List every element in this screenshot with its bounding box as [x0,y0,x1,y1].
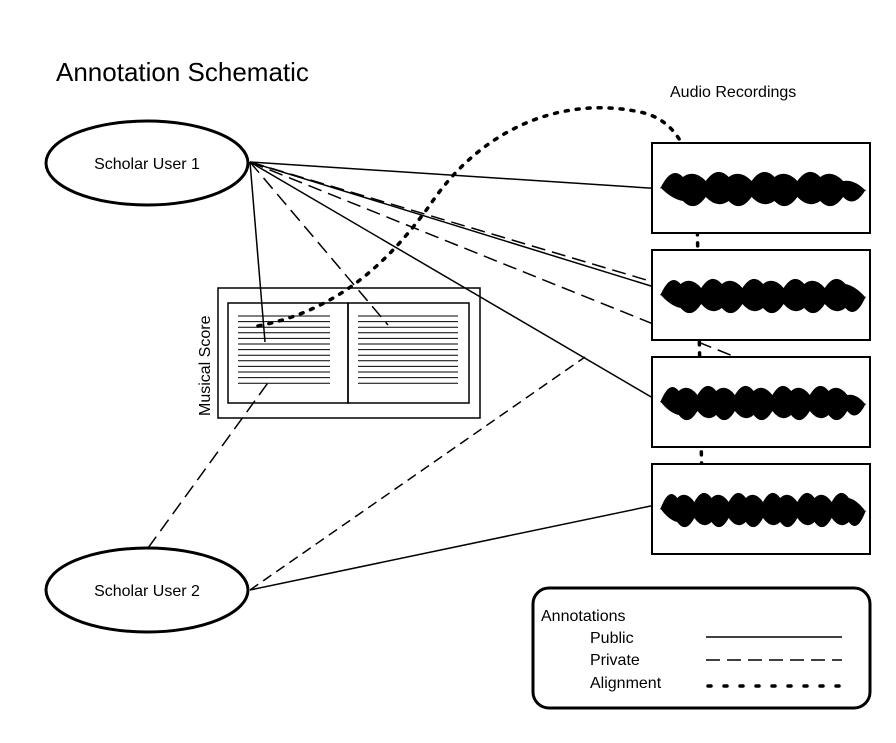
user2-ellipse [44,546,250,634]
legend-title: Annotations [541,608,626,625]
audio-recordings [651,142,871,555]
scholar-user-1[interactable]: Scholar User 1 [44,119,250,207]
audio-recording-1[interactable] [651,142,871,234]
legend-box [531,586,872,710]
public-link-user1-rec3 [249,161,671,409]
alignment-link-score-recordings [256,106,705,547]
public-link-user2-rec4 [249,502,666,591]
public-link-user1-rec2 [249,161,681,296]
audio-recording-3[interactable] [651,356,871,448]
waveform-icon [660,171,866,207]
private-link-user2-rec3 [249,356,586,591]
public-link-user1-rec1 [249,161,681,191]
musical-score-label: Musical Score [197,315,214,416]
legend: Annotations Public Private Alignment [531,586,872,710]
diagram-title: Annotation Schematic [56,57,309,87]
score-staff-lines [238,315,458,384]
private-link-user1-rec2 [249,161,681,291]
legend-label-private: Private [590,652,640,669]
scholar-user-2[interactable]: Scholar User 2 [44,546,250,634]
connections [147,106,831,591]
private-link-user1-score [249,161,389,326]
musical-score[interactable]: Musical Score [197,287,481,419]
score-outer-frame [217,287,481,419]
public-link-user1-score [249,161,266,343]
waveform-icon [660,385,866,421]
score-right-page [347,302,470,404]
waveform-icon [660,278,866,314]
waveform-icon [660,492,866,528]
user1-ellipse [44,119,250,207]
user2-label: Scholar User 2 [94,583,200,600]
user1-label: Scholar User 1 [94,156,200,173]
audio-recordings-label: Audio Recordings [670,84,796,101]
audio-recording-2[interactable] [651,249,871,341]
legend-label-public: Public [590,630,634,647]
score-left-page [227,302,349,404]
audio-recording-4[interactable] [651,463,871,555]
legend-label-alignment: Alignment [590,675,662,692]
private-link-user2-score [147,379,271,549]
